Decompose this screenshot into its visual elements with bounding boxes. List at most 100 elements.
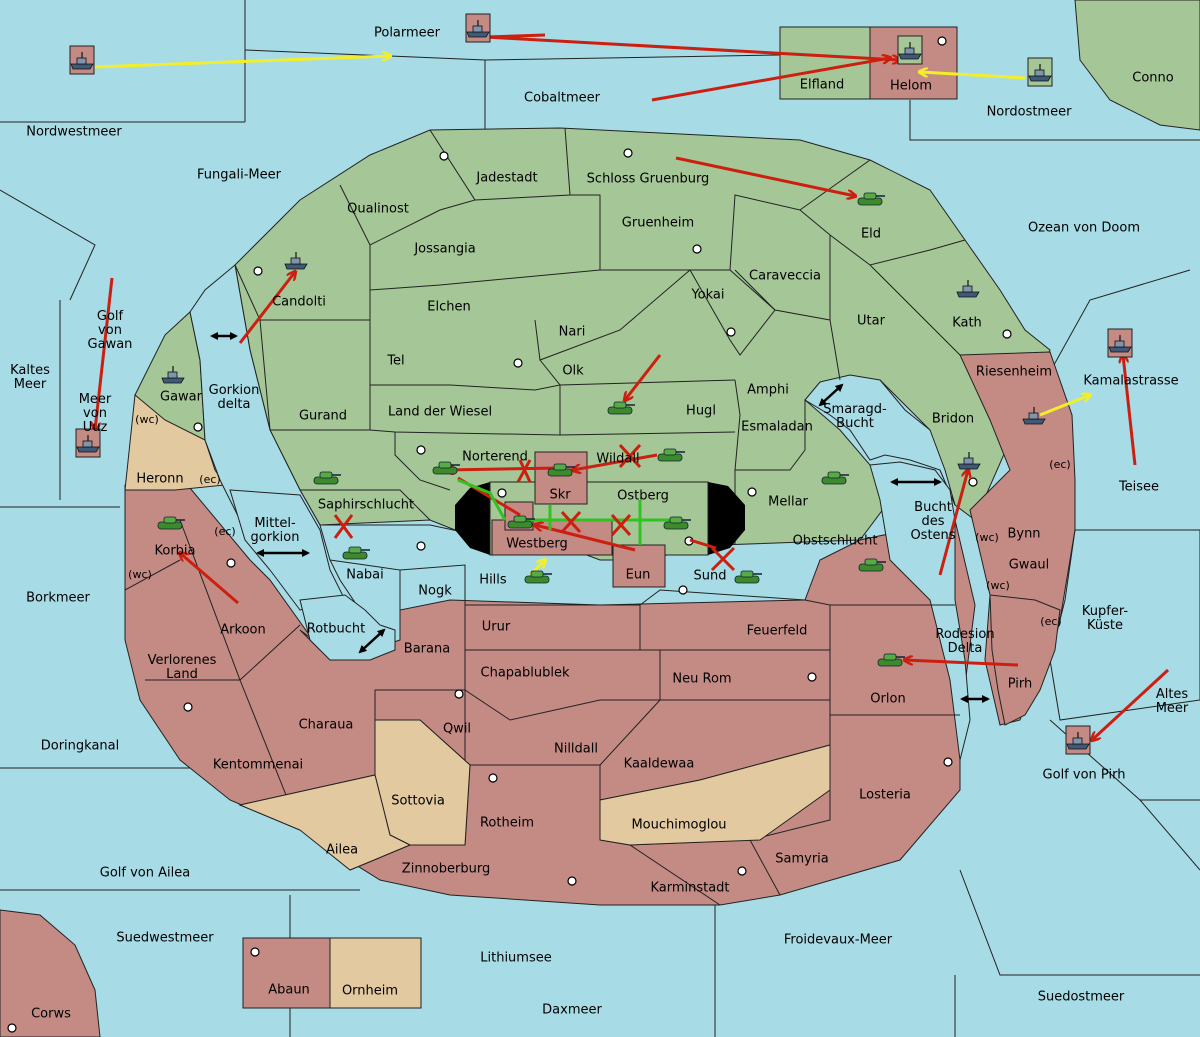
label-esmaladan: Esmaladan	[741, 420, 813, 435]
sea-label-kupfer: Kupfer-Küste	[1082, 604, 1128, 633]
label-elfland: Elfland	[800, 78, 844, 93]
failed-markers	[333, 443, 736, 572]
sea-label-nordwestmeer: Nordwestmeer	[26, 125, 122, 140]
army-unit	[157, 516, 185, 530]
sea-label-suedostmeer: Suedostmeer	[1038, 990, 1125, 1005]
corws-region	[0, 909, 101, 1037]
sea-label-suedwestmeer: Suedwestmeer	[116, 931, 214, 946]
fleet-unit	[897, 35, 923, 65]
army-unit	[524, 570, 552, 584]
ornheim-box	[329, 937, 422, 1009]
army-unit	[342, 546, 370, 560]
sea-label-kamalastrasse: Kamalastrasse	[1083, 374, 1178, 389]
label-yokai: Yokai	[690, 288, 724, 303]
sea-label-cobaltmeer: Cobaltmeer	[524, 91, 601, 106]
fleet-unit	[69, 45, 95, 75]
label-zinnoberburg: Zinnoberburg	[402, 862, 490, 877]
label-barana: Barana	[404, 642, 450, 657]
label-kaaldewaa: Kaaldewaa	[624, 757, 695, 772]
army-unit	[821, 471, 849, 485]
ailea-region	[238, 774, 412, 871]
sea-label-fungali: Fungali-Meer	[197, 168, 282, 183]
label-conno: Conno	[1132, 71, 1174, 86]
sea-label-nordostmeer: Nordostmeer	[987, 105, 1073, 120]
army-unit	[877, 653, 905, 667]
support-orders	[94, 56, 1090, 577]
label-caraveccia: Caraveccia	[749, 269, 821, 284]
label-ostberg: Ostberg	[617, 489, 669, 504]
label-gawar: Gawar	[160, 390, 203, 405]
label-utar: Utar	[857, 314, 886, 329]
label-urur: Urur	[482, 620, 511, 635]
label-feuerfeld: Feuerfeld	[747, 624, 808, 639]
army-unit	[857, 192, 885, 206]
neutral-province-labels: Heronn Sottovia Mouchimoglou Ailea Ornhe…	[136, 472, 726, 999]
label-samyria: Samyria	[775, 852, 829, 867]
label-kath: Kath	[952, 316, 982, 331]
fleet-unit	[1027, 57, 1053, 87]
fleet-unit	[284, 252, 308, 270]
label-candolti: Candolti	[272, 295, 326, 310]
label-heronn: Heronn	[136, 472, 183, 487]
armies	[157, 192, 905, 667]
label-nabai: Nabai	[346, 568, 384, 583]
label-amphi: Amphi	[747, 383, 789, 398]
fleet-unit	[1065, 725, 1091, 755]
fleet-unit	[465, 13, 491, 43]
label-jadestadt: Jadestadt	[475, 171, 537, 186]
label-corws: Corws	[31, 1007, 71, 1022]
sea-label-froidevaux: Froidevaux-Meer	[784, 933, 893, 948]
army-unit	[663, 516, 691, 530]
coast-tag-gwaul-ec: (ec)	[1040, 615, 1061, 628]
label-riesenheim: Riesenheim	[976, 365, 1052, 380]
label-orlon: Orlon	[870, 692, 905, 707]
label-hills: Hills	[479, 573, 507, 588]
label-arkoon: Arkoon	[220, 623, 265, 638]
label-nari: Nari	[559, 325, 586, 340]
label-mellar: Mellar	[768, 495, 808, 510]
pirh-peninsula	[989, 594, 1061, 726]
label-obstschlucht: Obstschlucht	[793, 534, 878, 549]
label-mouchimoglou: Mouchimoglou	[631, 818, 726, 833]
supply-centers	[7, 36, 1012, 1033]
label-elchen: Elchen	[427, 300, 470, 315]
fleets	[69, 13, 1133, 755]
label-bynn: Bynn	[1007, 527, 1040, 542]
label-land-wiesel: Land der Wiesel	[388, 405, 492, 420]
label-kentommenai: Kentommenai	[213, 758, 303, 773]
label-charaua: Charaua	[299, 718, 354, 733]
army-unit	[313, 471, 341, 485]
coast-tag-heronn-ec: (ec)	[199, 473, 220, 486]
label-gruenheim: Gruenheim	[622, 216, 694, 231]
fleet-unit	[957, 452, 981, 470]
label-neu-rom: Neu Rom	[672, 672, 731, 687]
sea-label-polarmeer: Polarmeer	[374, 26, 441, 41]
label-bridon: Bridon	[932, 412, 974, 427]
army-unit	[432, 461, 460, 475]
label-saphirschlucht: Saphirschlucht	[318, 498, 414, 513]
label-nogk: Nogk	[418, 584, 452, 599]
army-unit	[547, 463, 575, 477]
mouchimoglou-region	[599, 744, 831, 846]
label-pirh: Pirh	[1008, 677, 1033, 692]
bucht-des-ostens-sea	[869, 461, 971, 761]
sea-label-golf-pirh: Golf von Pirh	[1043, 768, 1126, 783]
label-qualinost: Qualinost	[347, 202, 409, 217]
sea-label-golf-ailea: Golf von Ailea	[100, 866, 190, 881]
label-helom: Helom	[890, 79, 932, 94]
coast-tag-heronn-wc: (wc)	[135, 413, 159, 426]
sea-label-lithiumsee: Lithiumsee	[480, 951, 551, 966]
conno-region	[1074, 0, 1200, 131]
convoy-orders	[457, 478, 675, 545]
army-unit	[607, 401, 635, 415]
label-hugl: Hugl	[686, 404, 716, 419]
coast-tag-korbia-wc: (wc)	[128, 568, 152, 581]
label-schloss-gruenburg: Schloss Gruenburg	[587, 172, 710, 187]
label-olk: Olk	[562, 364, 584, 379]
